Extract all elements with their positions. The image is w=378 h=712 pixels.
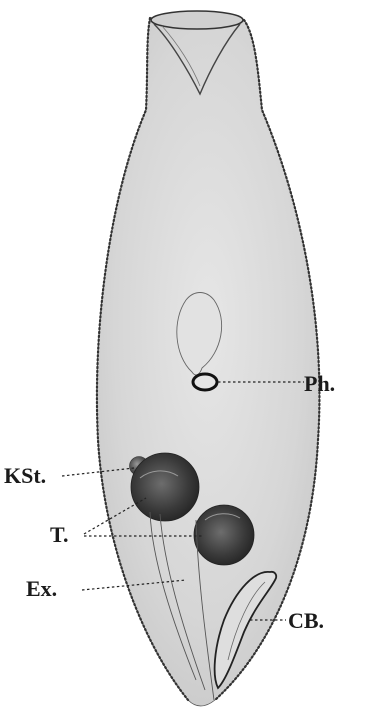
label-kst: KSt. [4, 463, 46, 488]
testis-upper [131, 453, 199, 521]
label-cb: CB. [288, 608, 324, 633]
testis-lower [194, 505, 254, 565]
label-ph: Ph. [304, 371, 335, 396]
label-t: T. [50, 522, 69, 547]
label-ex: Ex. [26, 576, 57, 601]
